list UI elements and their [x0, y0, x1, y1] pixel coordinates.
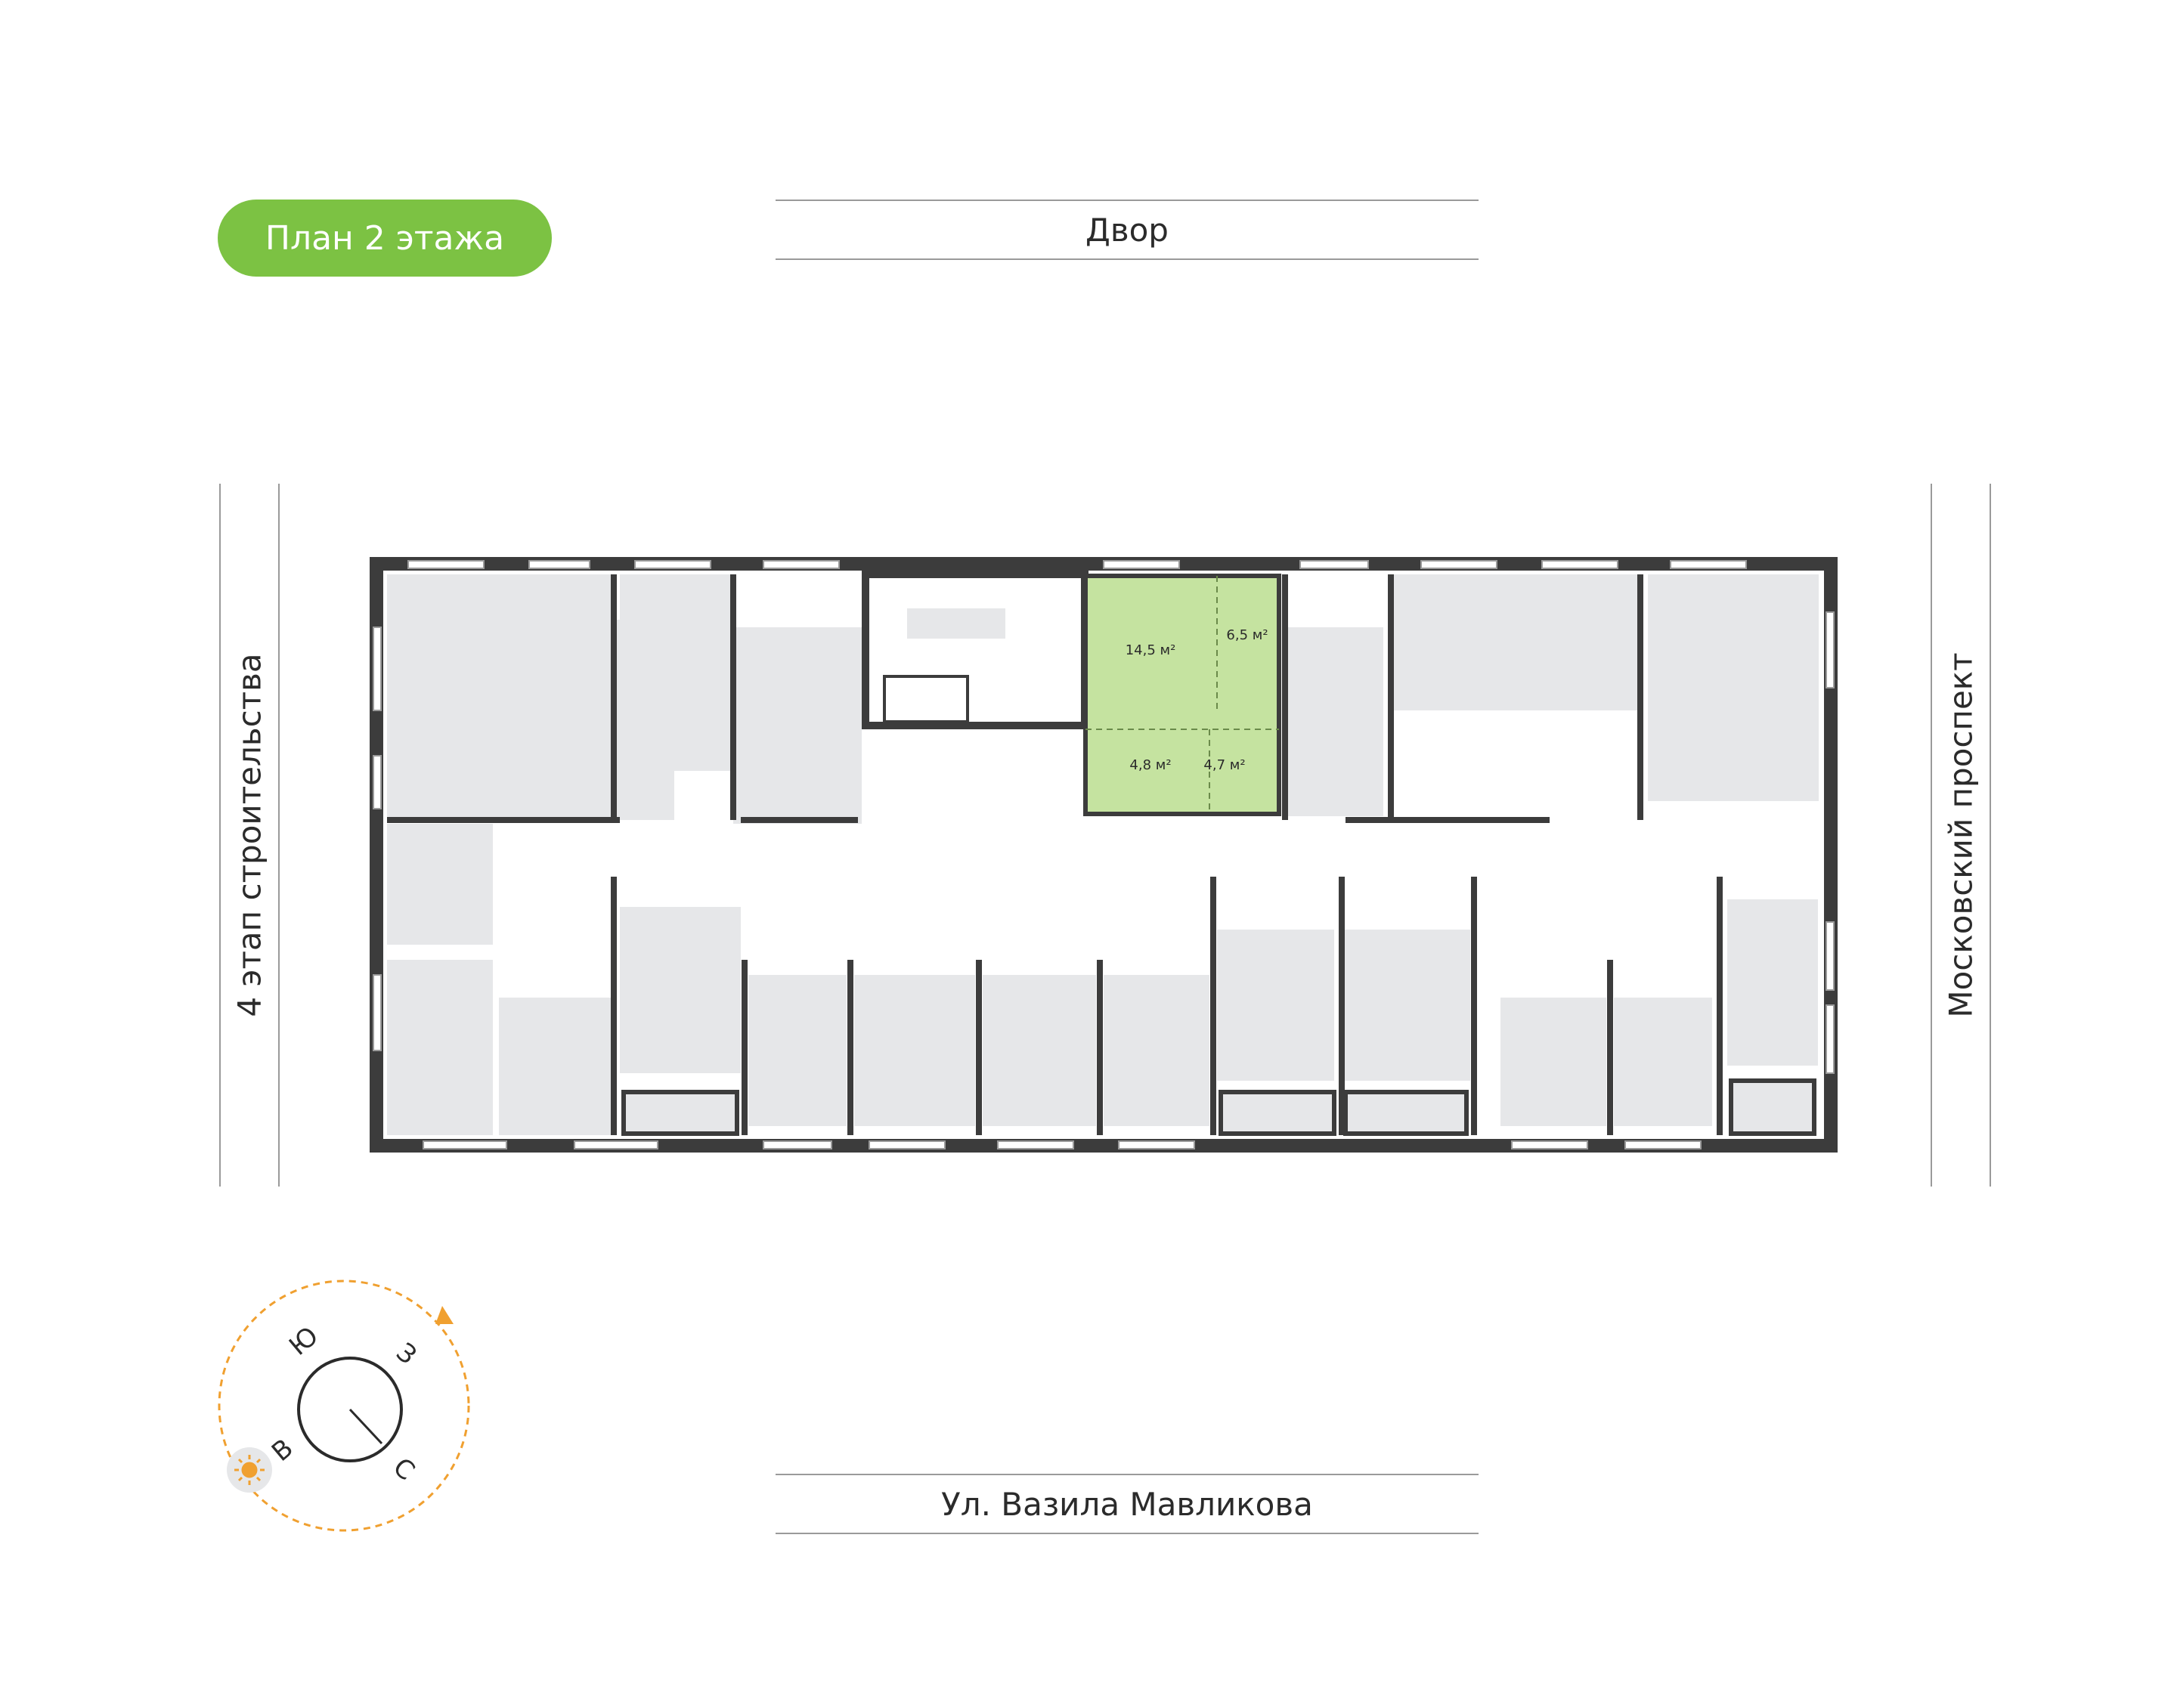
room-top-6: [1391, 574, 1527, 710]
room-area-living: 14,5 м²: [1126, 642, 1176, 658]
sun-icon: [234, 1455, 265, 1485]
room-bot-3: [620, 907, 741, 1073]
room-top-8: [1648, 574, 1819, 801]
room-bot-7: [1104, 975, 1209, 1126]
room-bot-10: [1500, 998, 1606, 1126]
street-bottom: Ул. Вазила Мавликова: [776, 1474, 1479, 1534]
compass-north: С: [387, 1452, 420, 1487]
room-bot-5: [854, 975, 975, 1126]
street-left: 4 этап строительства: [219, 484, 280, 1187]
room-bot-1: [387, 824, 493, 945]
compass-south: Ю: [283, 1321, 324, 1362]
room-bot-1b: [387, 960, 493, 1135]
room-area-bath: 4,7 м²: [1203, 757, 1245, 773]
room-bot-12: [1727, 899, 1818, 1066]
room-top-2: [620, 574, 733, 771]
compass-circle: [297, 1357, 403, 1462]
room-bot-6: [983, 975, 1096, 1126]
room-bot-4: [748, 975, 847, 1126]
room-top-7: [1527, 574, 1640, 710]
street-top-label: Двор: [1085, 211, 1169, 249]
room-bot-2: [499, 998, 611, 1135]
elevator: [883, 675, 969, 723]
sun-path-arc: [218, 1279, 470, 1532]
room-bot-8: [1217, 930, 1334, 1081]
street-top: Двор: [776, 200, 1479, 260]
highlighted-apartment[interactable]: [1083, 574, 1281, 816]
street-right: Московский проспект: [1931, 484, 1991, 1187]
room-top-5: [1285, 627, 1383, 816]
compass-needle: [348, 1408, 383, 1445]
room-bot-9: [1342, 930, 1470, 1081]
room-top-3: [733, 627, 862, 824]
room-top-1: [387, 574, 614, 820]
room-area-kitchen: 6,5 м²: [1226, 627, 1268, 643]
floor-title-badge: План 2 этажа: [218, 200, 552, 277]
room-bot-11: [1614, 998, 1712, 1126]
stairs: [907, 608, 1005, 639]
sun-path-arrow-icon: [435, 1306, 454, 1324]
corridor: [620, 824, 1603, 877]
street-bottom-label: Ул. Вазила Мавликова: [941, 1485, 1313, 1523]
room-area-hall: 4,8 м²: [1129, 757, 1171, 773]
compass-east: В: [266, 1433, 299, 1468]
compass-west: З: [390, 1337, 422, 1371]
